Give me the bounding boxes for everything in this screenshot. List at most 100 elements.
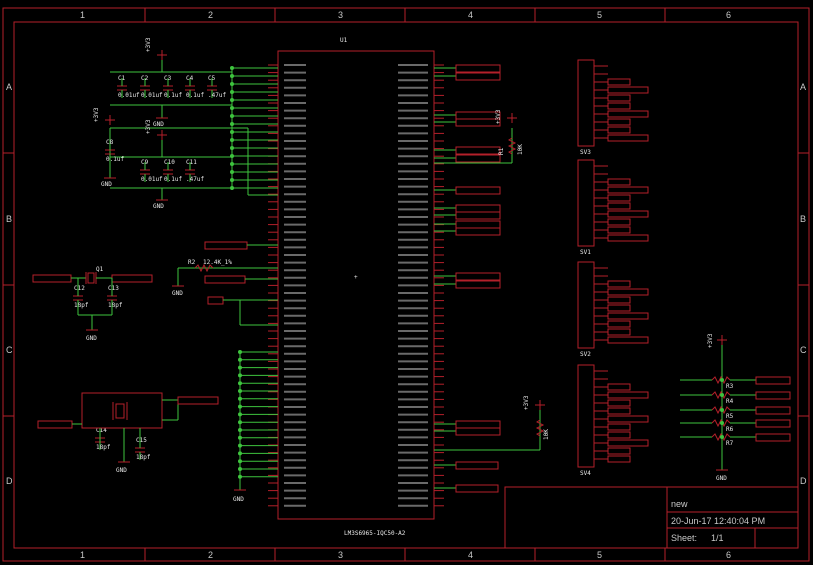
array-resistor: R4 <box>680 390 791 405</box>
net-label <box>607 210 649 218</box>
res-body <box>711 390 731 400</box>
net-label <box>455 111 501 120</box>
crystal-q1 <box>87 272 95 284</box>
row-label: D <box>800 476 807 486</box>
net-label <box>607 202 631 210</box>
row-label: B <box>800 214 806 224</box>
bias-resistor-area[interactable]: GND R2 12.4K_1% <box>172 241 278 326</box>
header-ref: SV2 <box>580 351 591 358</box>
cap-ref: C13 <box>108 285 119 292</box>
vcc-label: +3V3 <box>523 395 530 410</box>
net-label <box>455 154 501 163</box>
resistor-array[interactable]: +3V3 GND <box>707 333 728 482</box>
pullup-r1[interactable]: +3V3 R1 10K <box>434 109 524 164</box>
cap-value: 0.1uf <box>106 156 124 163</box>
net-label <box>455 64 501 73</box>
column-labels-bottom: 1 2 3 4 5 6 <box>80 550 731 560</box>
col-label: 1 <box>80 10 85 20</box>
net-label <box>607 110 649 118</box>
gnd-label: GND <box>172 290 183 297</box>
net-label <box>607 134 649 142</box>
net-labels-right-bottom[interactable] <box>434 461 499 493</box>
vcc-label: +3V3 <box>93 107 100 122</box>
cap-ref: C10 <box>164 159 175 166</box>
res-body <box>711 405 731 415</box>
col-label: 3 <box>338 10 343 20</box>
cap-value: 0.1uf <box>164 176 182 183</box>
gnd-label: GND <box>153 121 164 128</box>
q1-ref: Q1 <box>96 266 104 273</box>
cap-value: .47uf <box>208 92 226 99</box>
ground-bus-left[interactable]: GND <box>233 350 246 503</box>
net-label <box>607 194 631 202</box>
capacitor: C10.01uf <box>117 75 140 99</box>
net-label <box>607 94 631 102</box>
mcu-left-pins <box>230 64 306 507</box>
cap-value: 0.01uf <box>118 92 140 99</box>
net-label <box>204 275 246 284</box>
gnd-label: GND <box>153 203 164 210</box>
col-label: 2 <box>208 550 213 560</box>
vcc-label: +3V3 <box>145 119 152 134</box>
mcu-value: LM3S6965-IQC50-A2 <box>344 530 406 537</box>
header-body <box>577 159 595 247</box>
net-label <box>607 455 631 463</box>
col-label: 6 <box>726 550 731 560</box>
col-label: 5 <box>597 10 602 20</box>
net-label <box>32 274 72 283</box>
header-body <box>577 59 595 147</box>
cap-value: 18pf <box>136 454 151 461</box>
net-label <box>455 204 501 213</box>
net-label <box>455 272 501 281</box>
array-resistor: R5 <box>680 405 791 420</box>
col-label: 2 <box>208 10 213 20</box>
net-label <box>607 296 631 304</box>
crystal-q2-circuit[interactable]: GND <box>37 392 219 474</box>
net-label <box>607 336 649 344</box>
net-label <box>37 420 73 429</box>
net-label <box>607 86 649 94</box>
title-date: 20-Jun-17 12:40:04 PM <box>671 516 765 526</box>
net-label <box>455 118 501 127</box>
gnd-label: GND <box>86 335 97 342</box>
res-ref: R7 <box>726 440 734 447</box>
mcu-ref: U1 <box>340 37 348 44</box>
vcc-label: +3V3 <box>707 333 714 348</box>
res-ref: R5 <box>726 413 734 420</box>
net-label <box>607 391 649 399</box>
cap-ref: C14 <box>96 427 107 434</box>
array-resistor: R6 <box>680 418 791 433</box>
gnd-label: GND <box>116 467 127 474</box>
net-label <box>607 447 631 455</box>
net-label <box>455 420 501 429</box>
mcu-right-pins <box>398 64 501 507</box>
net-label <box>607 102 631 110</box>
col-label: 3 <box>338 550 343 560</box>
cap-ref: C11 <box>186 159 197 166</box>
capacitor: C20.01uf <box>140 75 163 99</box>
pullup-r8[interactable]: +3V3 10K <box>434 395 550 451</box>
crystal-q1-circuit[interactable]: Q1 GND <box>32 266 153 342</box>
net-label <box>607 226 631 234</box>
junction <box>720 393 724 397</box>
net-label <box>204 241 248 250</box>
decoupling-bank-bottom[interactable]: +3V3 +3V3 GND GND <box>93 107 278 210</box>
col-label: 4 <box>468 10 473 20</box>
r1-ref: R1 <box>498 147 505 155</box>
vcc-label: +3V3 <box>145 37 152 52</box>
decoupling-bank-top[interactable]: +3V3 GND <box>110 37 278 140</box>
r1-value: 10K <box>517 144 524 155</box>
row-label: C <box>800 345 807 355</box>
header-connector: SV2 <box>577 261 649 358</box>
mcu-u1[interactable]: U1 LM3S6965-IQC50-A2 + <box>230 37 501 537</box>
capacitor-symbols[interactable]: C10.01ufC20.01ufC30.1ufC40.1ufC5.47ufC80… <box>73 75 226 461</box>
vcc-label: +3V3 <box>495 109 502 124</box>
net-label <box>607 407 631 415</box>
col-label: 1 <box>80 550 85 560</box>
array-resistor: R7 <box>680 432 791 447</box>
header-connector: SV4 <box>577 364 649 477</box>
